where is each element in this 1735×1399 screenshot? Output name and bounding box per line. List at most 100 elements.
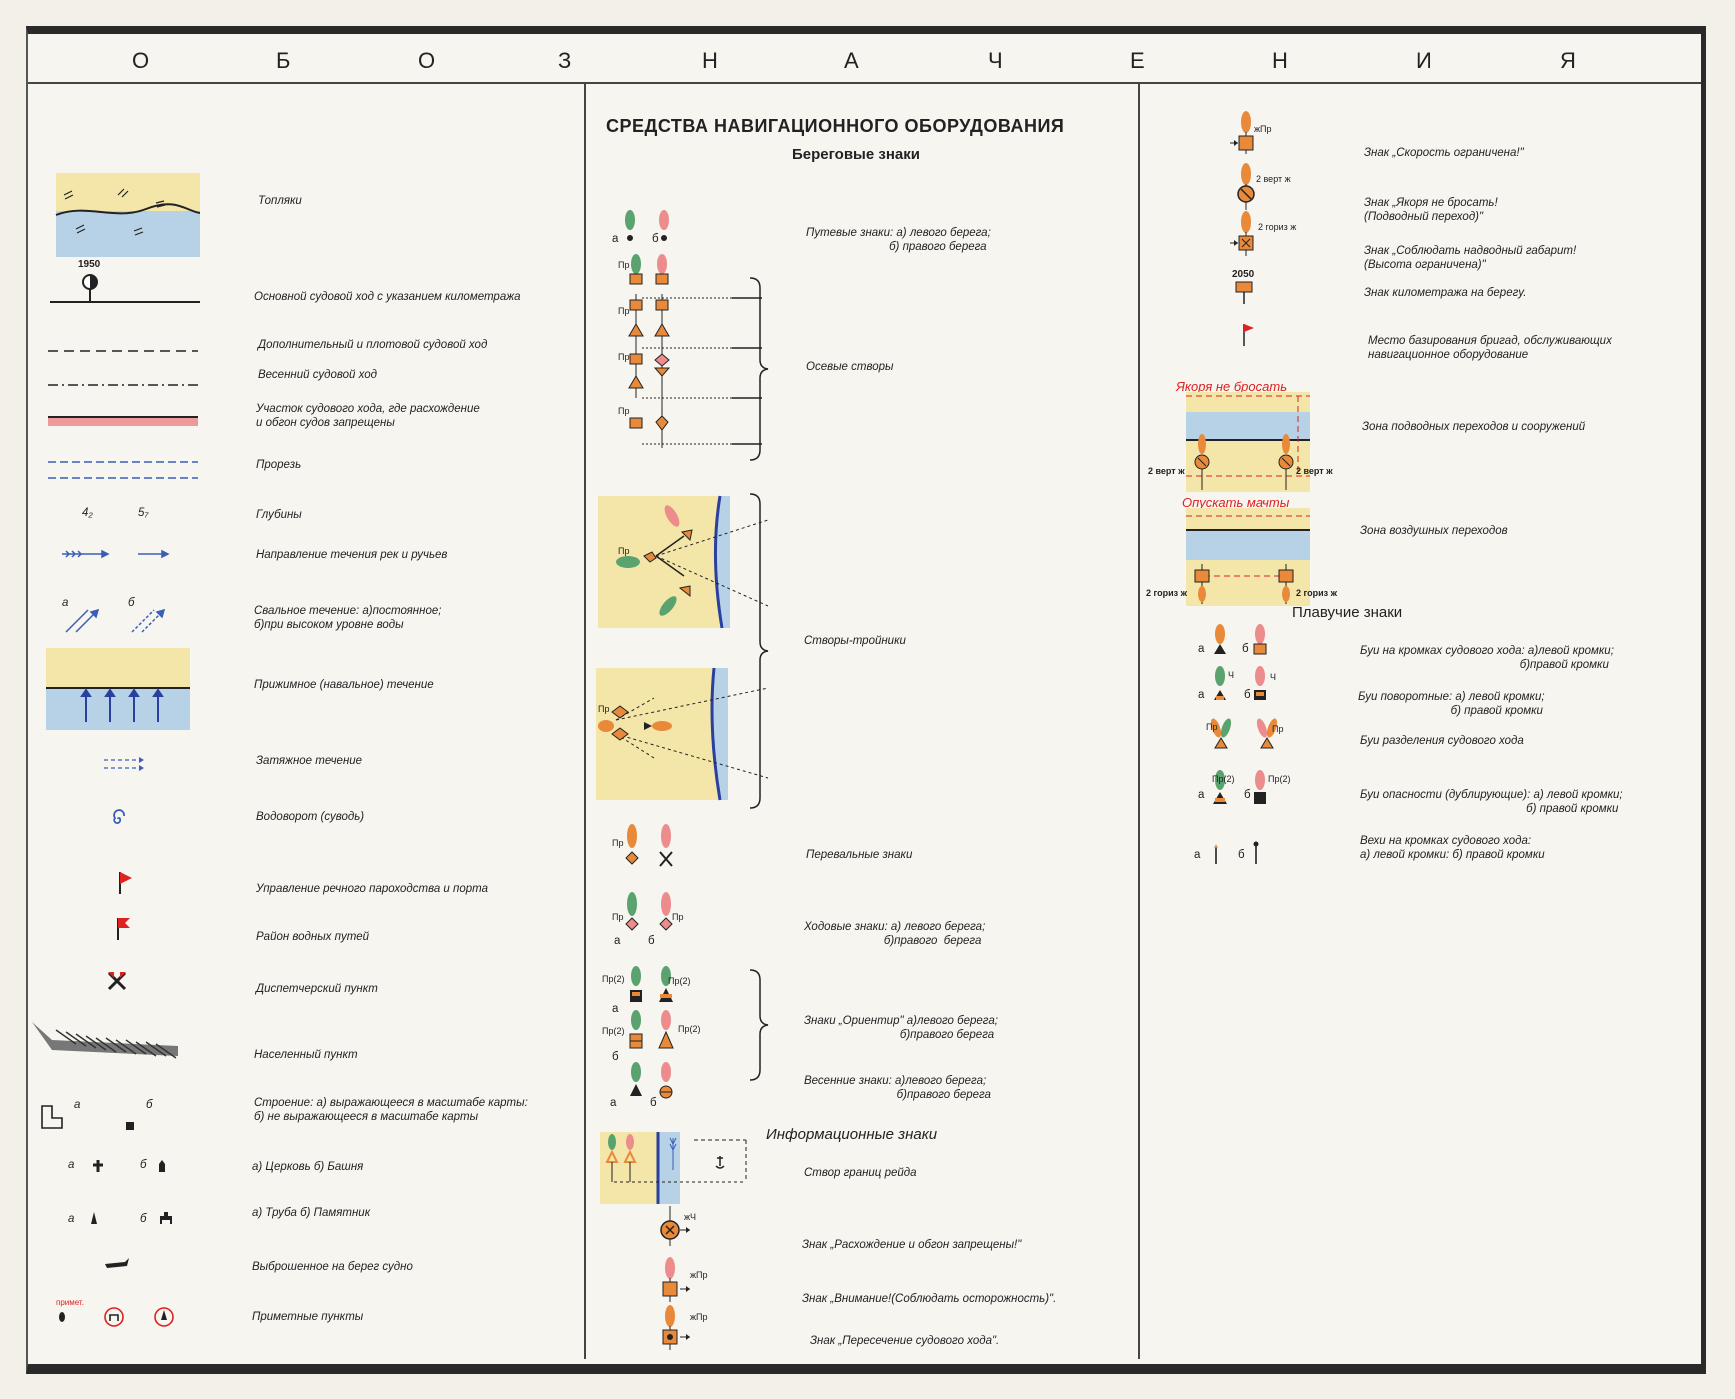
label-axial-ranges: Осевые створы — [806, 361, 894, 373]
spring-b: б — [650, 1097, 657, 1109]
triple-pr-2: Пр — [598, 704, 610, 714]
label-stranded-vessel: Выброшенное на берег судно — [252, 1261, 413, 1273]
title-letter: О — [418, 48, 438, 73]
running-pr-b: Пр — [672, 912, 684, 922]
base-flag-icon — [1243, 324, 1254, 346]
turning-ch-a: Ч — [1228, 670, 1234, 680]
title-letter: Н — [702, 48, 720, 73]
axial-pr-3: Пр — [618, 352, 630, 362]
stranded-vessel-icon — [105, 1258, 129, 1268]
speed-limit-sign-symbol — [1230, 111, 1254, 154]
column-divider — [1138, 84, 1140, 1359]
axial-pr-1: Пр — [618, 260, 630, 270]
edge-buoys-symbol — [1214, 624, 1267, 655]
underwater-crossing-zone — [1186, 392, 1310, 492]
title-letter: Ч — [988, 48, 1005, 73]
no-overtake-zhch: жЧ — [684, 1212, 697, 1222]
whirlpool-icon — [113, 809, 125, 824]
running-signs-symbol — [625, 892, 673, 931]
column-divider — [584, 84, 586, 1359]
landmark-b: б — [612, 1051, 619, 1063]
label-crew-base: Место базирования бригад, обслуживающих … — [1368, 335, 1612, 361]
shore-km-sign-symbol — [1235, 281, 1253, 304]
label-cut-channel: Прорезь — [256, 459, 302, 471]
title-letter: Я — [1560, 48, 1578, 73]
landmark-pr2-b: Пр(2) — [668, 976, 691, 986]
underwater-vert-left: 2 верт ж — [1148, 466, 1185, 476]
label-turning-buoys: Буи поворотные: а) левой кромки; б) прав… — [1358, 691, 1545, 717]
triple-ranges-symbol-1 — [598, 495, 769, 629]
triple-ranges-symbol-2 — [596, 667, 769, 801]
underwater-vert-right: 2 верт ж — [1296, 466, 1333, 476]
additional-channel-symbol — [48, 350, 198, 352]
stake-marks-symbol — [1214, 841, 1259, 864]
axial-pr-2: Пр — [618, 306, 630, 316]
building-b: б — [146, 1099, 153, 1111]
building-symbol — [41, 1105, 134, 1130]
danger-buoys-symbol — [1213, 770, 1266, 804]
label-dispatch-point: Диспетчерский пункт — [256, 983, 378, 995]
driftwood-symbol — [55, 173, 201, 257]
floating-signs-header: Плавучие знаки — [1292, 604, 1403, 621]
label-running-signs: Ходовые знаки: а) левого берега; б)право… — [804, 921, 986, 947]
label-slack-current: Затяжное течение — [256, 755, 363, 767]
current-direction-symbol — [62, 549, 170, 559]
label-edge-buoys: Буи на кромках судового хода: а)левой кр… — [1360, 645, 1614, 671]
label-spring-channel: Весенний судовой ход — [258, 369, 377, 381]
label-chimney-monument: а) Труба б) Памятник — [252, 1207, 371, 1219]
label-crossover-signs: Перевальные знаки — [806, 849, 913, 861]
caution-sign-symbol — [662, 1257, 690, 1302]
danger-pr2-b: Пр(2) — [1268, 774, 1291, 784]
label-additional-channel: Дополнительный и плотовой судовой ход — [258, 339, 488, 351]
label-triple-ranges: Створы-тройники — [804, 635, 906, 647]
route-a: а — [612, 233, 619, 245]
legend-frame: О Б О З Н А Ч Е Н И Я — [26, 26, 1706, 1374]
turning-ch-b: Ч — [1270, 672, 1276, 682]
label-building: Строение: а) выражающееся в масштабе кар… — [254, 1097, 528, 1123]
label-sweep-current: Свальное течение: а)постоянное; б)при вы… — [254, 605, 442, 631]
chimney-a: а — [68, 1213, 75, 1225]
church-tower-icons — [93, 1160, 165, 1172]
label-crossing-sign: Знак „Пересечение судового хода". — [810, 1335, 1000, 1347]
building-a: а — [74, 1099, 81, 1111]
split-buoys-symbol — [1210, 718, 1278, 749]
label-underwater-zone: Зона подводных переходов и сооружений — [1362, 421, 1586, 433]
landmark-signs-symbol — [629, 966, 674, 1099]
label-roadstead-range: Створ границ рейда — [804, 1167, 917, 1179]
landmark-pr2-a: Пр(2) — [602, 974, 625, 984]
no-anchor-zone-text: Якоря не бросать — [1176, 379, 1288, 394]
sweep-current-b: б — [128, 597, 135, 609]
label-overhead-zone: Зона воздушных переходов — [1360, 525, 1508, 537]
pressing-current-symbol — [46, 648, 190, 730]
label-current-direction: Направление течения рек и ручьев — [256, 549, 448, 561]
edge-buoy-b: б — [1242, 643, 1249, 655]
depth-a: 4₂ — [82, 507, 93, 519]
landmark-icons — [59, 1307, 174, 1327]
turning-buoys-symbol — [1214, 666, 1266, 700]
running-b: б — [648, 935, 655, 947]
danger-a: а — [1198, 789, 1205, 801]
legend-title: О Б О З Н А Ч Е Н И Я — [28, 42, 1701, 84]
coastal-signs-header: Береговые знаки — [792, 146, 920, 163]
title-letter: И — [1416, 48, 1434, 73]
split-pr-b: Пр — [1272, 724, 1284, 734]
running-pr-a: Пр — [612, 912, 624, 922]
overhead-horiz-right: 2 гориз ж — [1296, 588, 1338, 598]
edge-buoy-a: а — [1198, 643, 1205, 655]
brace — [749, 969, 769, 1081]
danger-pr2-a: Пр(2) — [1212, 774, 1235, 784]
chimney-monument-icons — [91, 1212, 172, 1224]
label-depths: Глубины — [256, 509, 302, 521]
stake-a: а — [1194, 849, 1201, 861]
title-letter: Н — [1272, 48, 1290, 73]
title-letter: З — [558, 48, 574, 73]
stake-b: б — [1238, 849, 1245, 861]
label-landmark-signs: Знаки „Ориентир" а)левого берега; б)прав… — [804, 1015, 998, 1041]
landmark-pr2-c: Пр(2) — [602, 1026, 625, 1036]
label-pressing-current: Прижимное (навальное) течение — [254, 679, 434, 691]
no-overtake-sign-symbol — [660, 1206, 690, 1246]
label-shipping-admin: Управление речного пароходства и порта — [256, 883, 488, 895]
landmark-a: а — [612, 1003, 619, 1015]
landmark-note: примет. — [56, 1298, 84, 1307]
overhead-horiz-left: 2 гориз ж — [1146, 588, 1188, 598]
